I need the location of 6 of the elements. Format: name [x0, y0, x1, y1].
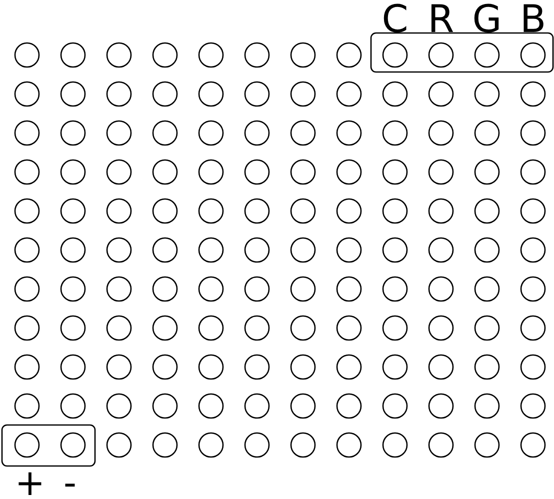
pin-label: - — [64, 466, 76, 499]
pin-label: B — [520, 0, 546, 38]
pin-label: G — [472, 0, 502, 38]
pin-label: C — [382, 0, 408, 38]
pin-label: R — [428, 0, 454, 38]
pin-label: + — [14, 466, 46, 499]
